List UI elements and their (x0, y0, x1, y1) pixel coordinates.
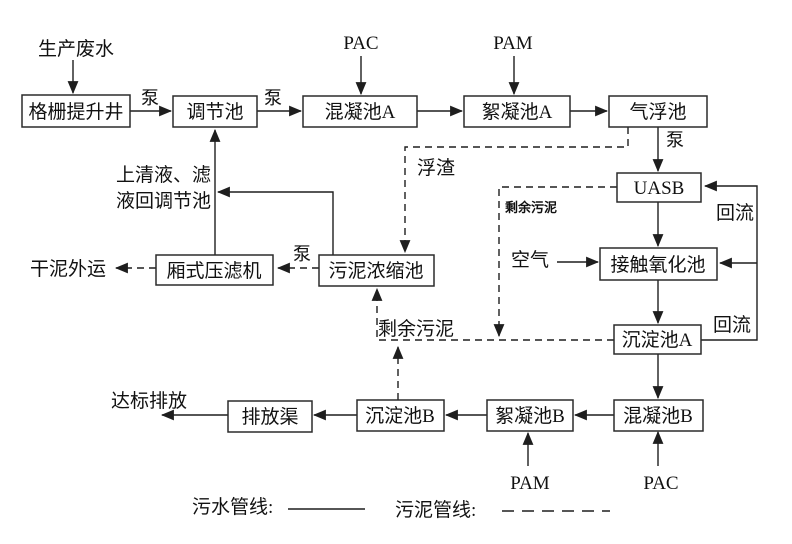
node-contact-oxidation-tank: 接触氧化池 (599, 247, 718, 281)
mixing-tank-b-box (613, 399, 704, 432)
chamber-filter-press-label: 厢式压滤机 (166, 260, 261, 282)
legend-sludge-label: 污泥管线: (395, 499, 476, 521)
excess-sludge-label-uasb: 剩余污泥 (505, 200, 557, 215)
sludge-thickening-tank-label: 污泥浓缩池 (328, 260, 423, 282)
supernatant-return-line (216, 186, 334, 255)
discharge-channel-box (227, 400, 313, 433)
pump-label-2: 泵 (264, 88, 282, 108)
uasb-box (616, 172, 702, 203)
influent-label: 生产废水 (38, 38, 114, 60)
flocculation-tank-b-box (486, 399, 574, 432)
pump-label-1: 泵 (141, 88, 159, 108)
dry-sludge-out-label: 干泥外运 (30, 258, 106, 280)
legend: 污水管线: 污泥管线: (192, 496, 610, 521)
node-mixing-tank-a: 混凝池A (302, 95, 418, 128)
mixing-tank-b-label: 混凝池B (623, 405, 693, 427)
air-label: 空气 (511, 249, 549, 271)
node-discharge-channel: 排放渠 (227, 400, 313, 433)
node-air-flotation-tank: 气浮池 (608, 95, 708, 128)
node-sludge-thickening-tank: 污泥浓缩池 (318, 254, 435, 287)
node-flocculation-tank-b: 絮凝池B (486, 399, 574, 432)
sedimentation-tank-a-box (613, 324, 702, 355)
node-sedimentation-tank-b: 沉淀池B (356, 399, 445, 432)
node-sedimentation-tank-a: 沉淀池A (613, 324, 702, 355)
pump-label-4: 泵 (293, 244, 311, 264)
reflux-label-lower: 回流 (713, 314, 751, 336)
grid-lift-well-label: 格栅提升井 (28, 101, 123, 123)
sedA-excess-sludge-line (371, 287, 614, 341)
air-flotation-tank-box (608, 95, 708, 128)
discharge-channel-label: 排放渠 (241, 406, 298, 428)
mixing-tank-a-label: 混凝池A (325, 101, 396, 123)
pac-top-label: PAC (343, 33, 378, 54)
node-grid-lift-well: 格栅提升井 (21, 94, 131, 128)
pump-label-3: 泵 (666, 130, 684, 150)
mixing-tank-a-box (302, 95, 418, 128)
reflux-label-upper: 回流 (716, 202, 754, 224)
regulating-tank-box (172, 95, 258, 128)
sedimentation-tank-a-label: 沉淀池A (622, 329, 693, 351)
uasb-excess-sludge-line (493, 186, 617, 338)
supernatant-return-label-line1: 上清液、滤 (116, 164, 211, 186)
contact-oxidation-tank-label: 接触氧化池 (610, 254, 705, 276)
node-regulating-tank: 调节池 (172, 95, 258, 128)
pam-bottom-label: PAM (510, 473, 550, 494)
node-uasb: UASB (616, 172, 702, 203)
pac-bottom-label: PAC (643, 473, 678, 494)
uasb-label: UASB (634, 178, 685, 199)
legend-sewage-label: 污水管线: (192, 496, 273, 518)
flocculation-tank-a-box (463, 95, 571, 128)
chamber-filter-press-box (155, 254, 274, 286)
sedimentation-tank-b-label: 沉淀池B (365, 405, 435, 427)
excess-sludge-label-mid: 剩余污泥 (378, 318, 454, 340)
node-mixing-tank-b: 混凝池B (613, 399, 704, 432)
air-flotation-tank-label: 气浮池 (629, 101, 686, 123)
flocculation-tank-b-label: 絮凝池B (495, 405, 565, 427)
regulating-tank-label: 调节池 (186, 101, 243, 123)
grid-lift-well-box (21, 94, 131, 128)
contact-oxidation-tank-box (599, 247, 718, 281)
node-chamber-filter-press: 厢式压滤机 (155, 254, 274, 286)
scum-label: 浮渣 (417, 157, 455, 179)
sludge-thickening-tank-box (318, 254, 435, 287)
pam-top-label: PAM (493, 33, 533, 54)
sedimentation-tank-b-box (356, 399, 445, 432)
node-flocculation-tank-a: 絮凝池A (463, 95, 571, 128)
standard-discharge-label: 达标排放 (111, 390, 187, 412)
scum-line (399, 127, 629, 254)
flocculation-tank-a-label: 絮凝池A (482, 101, 553, 123)
supernatant-return-label-line2: 液回调节池 (116, 190, 211, 212)
